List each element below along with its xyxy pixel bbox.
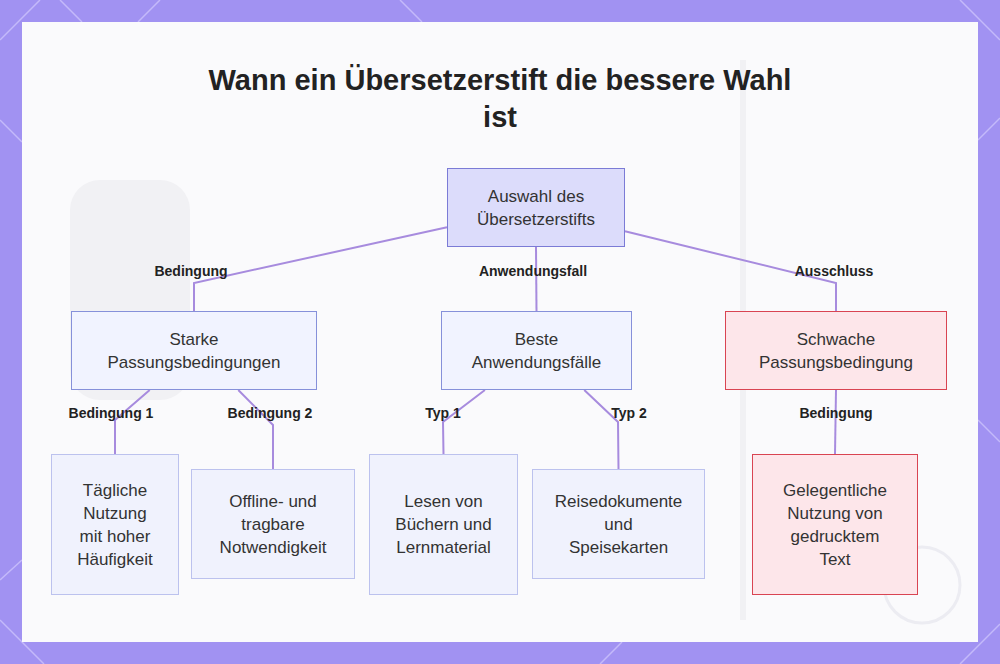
diagram-title: Wann ein Übersetzerstift die bessere Wah… (200, 62, 800, 136)
node-text: Schwache Passungsbedingung (741, 328, 931, 374)
edge-label: Ausschluss (795, 263, 874, 279)
edge-label: Bedingung 1 (69, 405, 154, 421)
connector-line (443, 390, 485, 454)
process-box: Auswahl des Übersetzerstifts (447, 168, 625, 247)
edge-label: Bedingung 2 (228, 405, 313, 421)
connector-line (238, 390, 273, 469)
content-panel (22, 22, 978, 642)
connector-line (115, 390, 150, 454)
node-text: Lesen von Büchern und Lernmaterial (385, 490, 502, 559)
node-text: Reisedokumente und Speisekarten (555, 490, 683, 559)
node-text: Auswahl des Übersetzerstifts (468, 185, 604, 231)
edge-label: Typ 1 (425, 405, 461, 421)
edge-label: Anwendungsfall (479, 263, 587, 279)
node-text: Offline- und tragbare Notwendigkeit (212, 490, 334, 559)
node-text: Tägliche Nutzung mit hoher Häufigkeit (74, 479, 156, 571)
edge-label: Typ 2 (611, 405, 647, 421)
process-box: Offline- und tragbare Notwendigkeit (191, 469, 355, 579)
edge-label: Bedingung (154, 263, 227, 279)
connector-line (194, 227, 447, 311)
process-box: Starke Passungsbedingungen (71, 311, 317, 390)
node-text: Starke Passungsbedingungen (102, 328, 286, 374)
connector-line (584, 390, 618, 469)
connector-line (835, 390, 836, 454)
process-box: Gelegentliche Nutzung von gedrucktem Tex… (752, 454, 918, 595)
process-box: Tägliche Nutzung mit hoher Häufigkeit (51, 454, 179, 595)
process-box: Schwache Passungsbedingung (725, 311, 947, 390)
process-box: Beste Anwendungsfälle (441, 311, 632, 390)
node-text: Gelegentliche Nutzung von gedrucktem Tex… (778, 479, 892, 571)
connector-line (535, 247, 538, 311)
node-text: Beste Anwendungsfälle (467, 328, 606, 374)
process-box: Lesen von Büchern und Lernmaterial (369, 454, 518, 595)
edge-label: Bedingung (799, 405, 872, 421)
process-box: Reisedokumente und Speisekarten (532, 469, 705, 579)
